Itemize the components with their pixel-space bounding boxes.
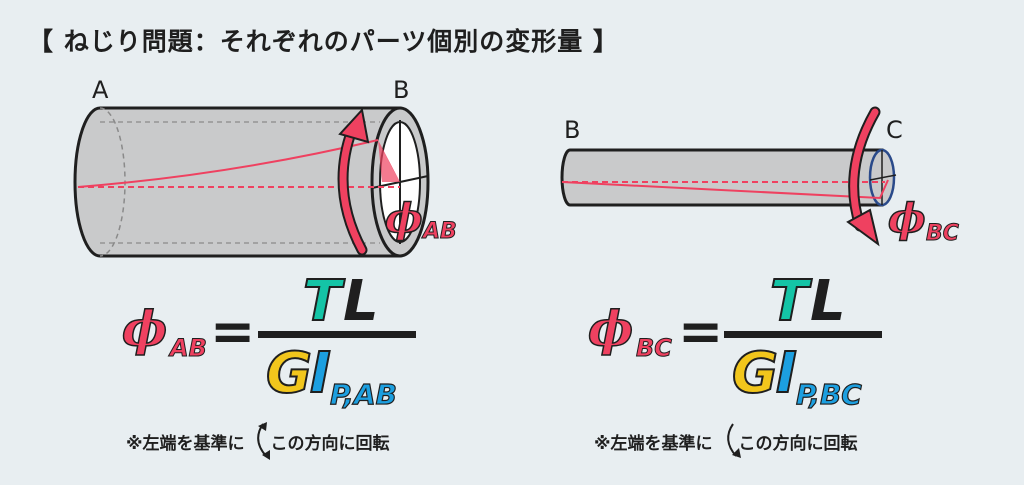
right-rotation-arrowhead: [846, 208, 880, 247]
svg-text:AB: AB: [421, 219, 457, 244]
formula-left-I-sub: P,AB: [330, 378, 397, 411]
formula-right-I-sub: P,BC: [796, 378, 862, 411]
formula-right-phi-sub: BC: [636, 334, 672, 362]
left-rotation-arrowhead: [338, 107, 370, 144]
formula-right-L: L: [810, 269, 846, 334]
right-shaft: [560, 106, 897, 247]
formula-right-equals: =: [678, 300, 723, 363]
rotate-ccw-icon: [257, 422, 270, 460]
formula-left-fraction-bar: [258, 331, 416, 338]
formula-right-phi: ϕ: [588, 301, 633, 357]
rotate-cw-icon: [727, 423, 741, 458]
note-right: ※左端を基準に この方向に回転: [594, 429, 858, 454]
right-twist-line: [561, 179, 889, 200]
formula-right-G: G: [732, 341, 778, 406]
formula-left-T: T: [303, 269, 345, 334]
label-C: C: [886, 116, 903, 144]
note-left-before: ※左端を基準に: [126, 434, 245, 454]
formula-right-I: I: [776, 341, 797, 406]
formula-left-phi-sub: AB: [168, 334, 207, 362]
left-shaft-body: [73, 106, 402, 258]
page-title: 【 ねじり問題：それぞれのパーツ個別の変形量 】: [28, 27, 619, 56]
svg-text:ϕ: ϕ: [385, 195, 423, 242]
left-twist-line: [77, 139, 379, 188]
right-shaft-body: [560, 148, 884, 207]
formula-left-G: G: [266, 341, 312, 406]
label-B-right: B: [564, 116, 580, 144]
svg-text:ϕ: ϕ: [888, 195, 926, 242]
svg-text:BC: BC: [926, 221, 959, 246]
left-shaft: [73, 106, 430, 258]
note-right-before: ※左端を基準に: [594, 434, 713, 454]
left-angle-label: ϕ AB: [384, 194, 457, 244]
formula-left-L: L: [343, 269, 379, 334]
right-angle-label: ϕ BC: [887, 194, 959, 246]
formula-left-phi: ϕ: [122, 301, 167, 357]
note-right-after: この方向に回転: [738, 434, 858, 454]
formula-right-fraction-bar: [724, 331, 882, 338]
formula-left-I: I: [310, 341, 331, 406]
note-left: ※左端を基準に この方向に回転: [126, 429, 390, 454]
formula-left: ϕ AB = T L G I P,AB: [121, 268, 416, 412]
formula-right-T: T: [770, 269, 812, 334]
formula-right: ϕ BC = T L G I P,BC: [587, 268, 882, 412]
formula-left-equals: =: [210, 300, 255, 363]
label-B-left: B: [393, 76, 409, 104]
label-A: A: [92, 76, 109, 104]
note-left-after: この方向に回転: [270, 434, 390, 454]
